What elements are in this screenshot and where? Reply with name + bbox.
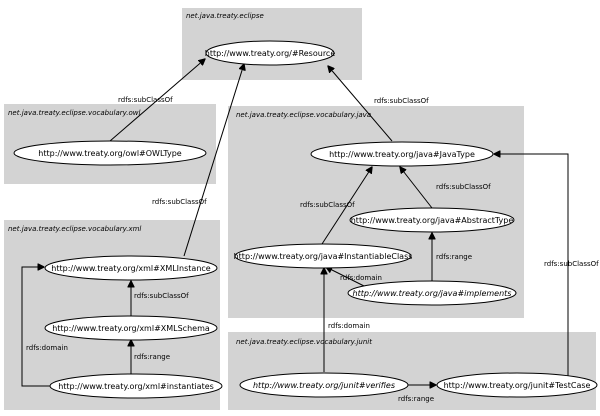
edge-xmlinstance-resource bbox=[183, 64, 244, 257]
edge-label-instantiates-range: rdfs:range bbox=[134, 353, 170, 361]
edge-label-instantiates-domain: rdfs:domain bbox=[26, 344, 68, 352]
edge-javatype-resource bbox=[328, 66, 393, 142]
node-xmlschema[interactable]: http://www.treaty.org/xml#XMLSchema bbox=[44, 315, 218, 341]
node-xmlinstance[interactable]: http://www.treaty.org/xml#XMLInstance bbox=[44, 255, 218, 281]
node-implements-label: http://www.treaty.org/java#implements bbox=[353, 289, 512, 298]
node-instantiableclass-label: http://www.treaty.org/java#InstantiableC… bbox=[234, 252, 413, 261]
node-implements[interactable]: http://www.treaty.org/java#implements bbox=[347, 280, 517, 306]
node-abstracttype[interactable]: http://www.treaty.org/java#AbstractType bbox=[349, 207, 515, 233]
edge-label-xmlschema-subclassof: rdfs:subClassOf bbox=[134, 292, 189, 300]
node-owltype-label: http://www.treaty.org/owl#OWLType bbox=[38, 149, 181, 158]
cluster-owl: net.java.treaty.eclipse.vocabulary.owl bbox=[4, 104, 216, 184]
node-javatype[interactable]: http://www.treaty.org/java#JavaType bbox=[310, 141, 494, 167]
node-instantiableclass[interactable]: http://www.treaty.org/java#InstantiableC… bbox=[234, 243, 413, 269]
node-xmlinstance-label: http://www.treaty.org/xml#XMLInstance bbox=[51, 264, 211, 273]
edge-label-xmlinstance-subclassof: rdfs:subClassOf bbox=[152, 198, 207, 206]
cluster-xml-title: net.java.treaty.eclipse.vocabulary.xml bbox=[8, 225, 141, 233]
edge-implements-instantiable bbox=[326, 267, 365, 287]
edge-instantiates-xmlinstance bbox=[21, 267, 50, 387]
edge-label-implements-domain: rdfs:domain bbox=[340, 274, 382, 282]
edge-label-testcase-subclassof: rdfs:subClassOf bbox=[544, 260, 599, 268]
node-abstracttype-label: http://www.treaty.org/java#AbstractType bbox=[351, 216, 514, 225]
node-instantiates-label: http://www.treaty.org/xml#instantiates bbox=[58, 382, 214, 391]
edge-abstract-javatype bbox=[400, 167, 433, 209]
cluster-owl-title: net.java.treaty.eclipse.vocabulary.owl bbox=[8, 109, 140, 117]
node-owltype[interactable]: http://www.treaty.org/owl#OWLType bbox=[13, 140, 207, 166]
node-instantiates[interactable]: http://www.treaty.org/xml#instantiates bbox=[49, 373, 223, 399]
cluster-java-title: net.java.treaty.eclipse.vocabulary.java bbox=[236, 111, 371, 119]
edge-label-abstract-subclassof: rdfs:subClassOf bbox=[436, 183, 491, 191]
edge-owltype-resource bbox=[109, 59, 205, 142]
node-verifies[interactable]: http://www.treaty.org/junit#verifies bbox=[239, 372, 409, 398]
edge-label-owltype-subclassof: rdfs:subClassOf bbox=[118, 96, 173, 104]
node-resource[interactable]: http://www.treaty.org/#Resource bbox=[205, 40, 336, 66]
edges: rdfs:subClassOf rdfs:subClassOf rdfs:sub… bbox=[21, 59, 599, 403]
node-testcase[interactable]: http://www.treaty.org/junit#TestCase bbox=[436, 372, 598, 398]
edge-label-javatype-subclassof: rdfs:subClassOf bbox=[374, 97, 429, 105]
edge-label-instantiable-subclassof: rdfs:subClassOf bbox=[300, 201, 355, 209]
node-resource-label: http://www.treaty.org/#Resource bbox=[205, 49, 336, 58]
node-verifies-label: http://www.treaty.org/junit#verifies bbox=[253, 381, 395, 390]
edge-label-verifies-range: rdfs:range bbox=[398, 395, 434, 403]
edge-label-implements-range: rdfs:range bbox=[436, 253, 472, 261]
edge-instantiable-javatype bbox=[321, 167, 372, 245]
cluster-junit-title: net.java.treaty.eclipse.vocabulary.junit bbox=[236, 338, 372, 346]
node-xmlschema-label: http://www.treaty.org/xml#XMLSchema bbox=[52, 324, 210, 333]
node-javatype-label: http://www.treaty.org/java#JavaType bbox=[329, 150, 475, 159]
edge-testcase-javatype bbox=[494, 154, 569, 376]
cluster-eclipse-title: net.java.treaty.eclipse bbox=[186, 12, 264, 20]
node-testcase-label: http://www.treaty.org/junit#TestCase bbox=[444, 381, 591, 390]
edge-label-verifies-domain: rdfs:domain bbox=[328, 322, 370, 330]
